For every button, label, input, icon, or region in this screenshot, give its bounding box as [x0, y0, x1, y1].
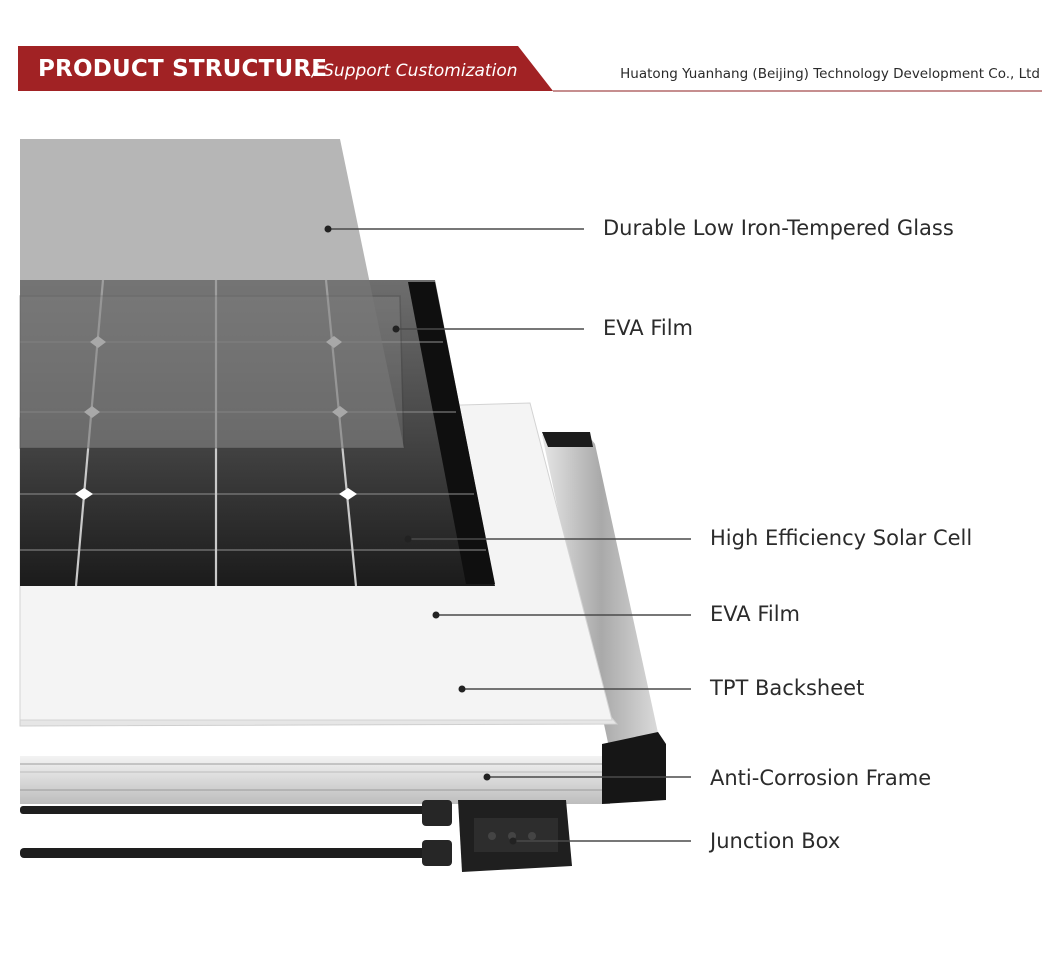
- label-tempered-glass: Durable Low Iron-Tempered Glass: [603, 216, 954, 240]
- junction-box-cables: [20, 806, 440, 858]
- tempered-glass: [20, 139, 404, 448]
- junction-box: [422, 800, 572, 872]
- aluminium-frame: [20, 432, 666, 804]
- company-name: Huatong Yuanhang (Beijing) Technology De…: [620, 66, 1040, 82]
- label-tpt-backsheet: TPT Backsheet: [710, 676, 865, 700]
- label-eva-film-upper: EVA Film: [603, 316, 694, 340]
- label-eva-film-lower: EVA Film: [710, 602, 801, 626]
- label-frame: Anti-Corrosion Frame: [710, 766, 932, 790]
- page-title: PRODUCT STRUCTURE: [38, 56, 328, 82]
- leader-lines: [324, 225, 691, 845]
- label-junction-box: Junction Box: [710, 829, 841, 853]
- page-subtitle: / Support Customization: [312, 61, 518, 81]
- header-ribbon: [18, 46, 1042, 92]
- label-solar-cell: High Efficiency Solar Cell: [710, 526, 973, 550]
- header-banner: PRODUCT STRUCTURE / Support Customizatio…: [0, 0, 1060, 100]
